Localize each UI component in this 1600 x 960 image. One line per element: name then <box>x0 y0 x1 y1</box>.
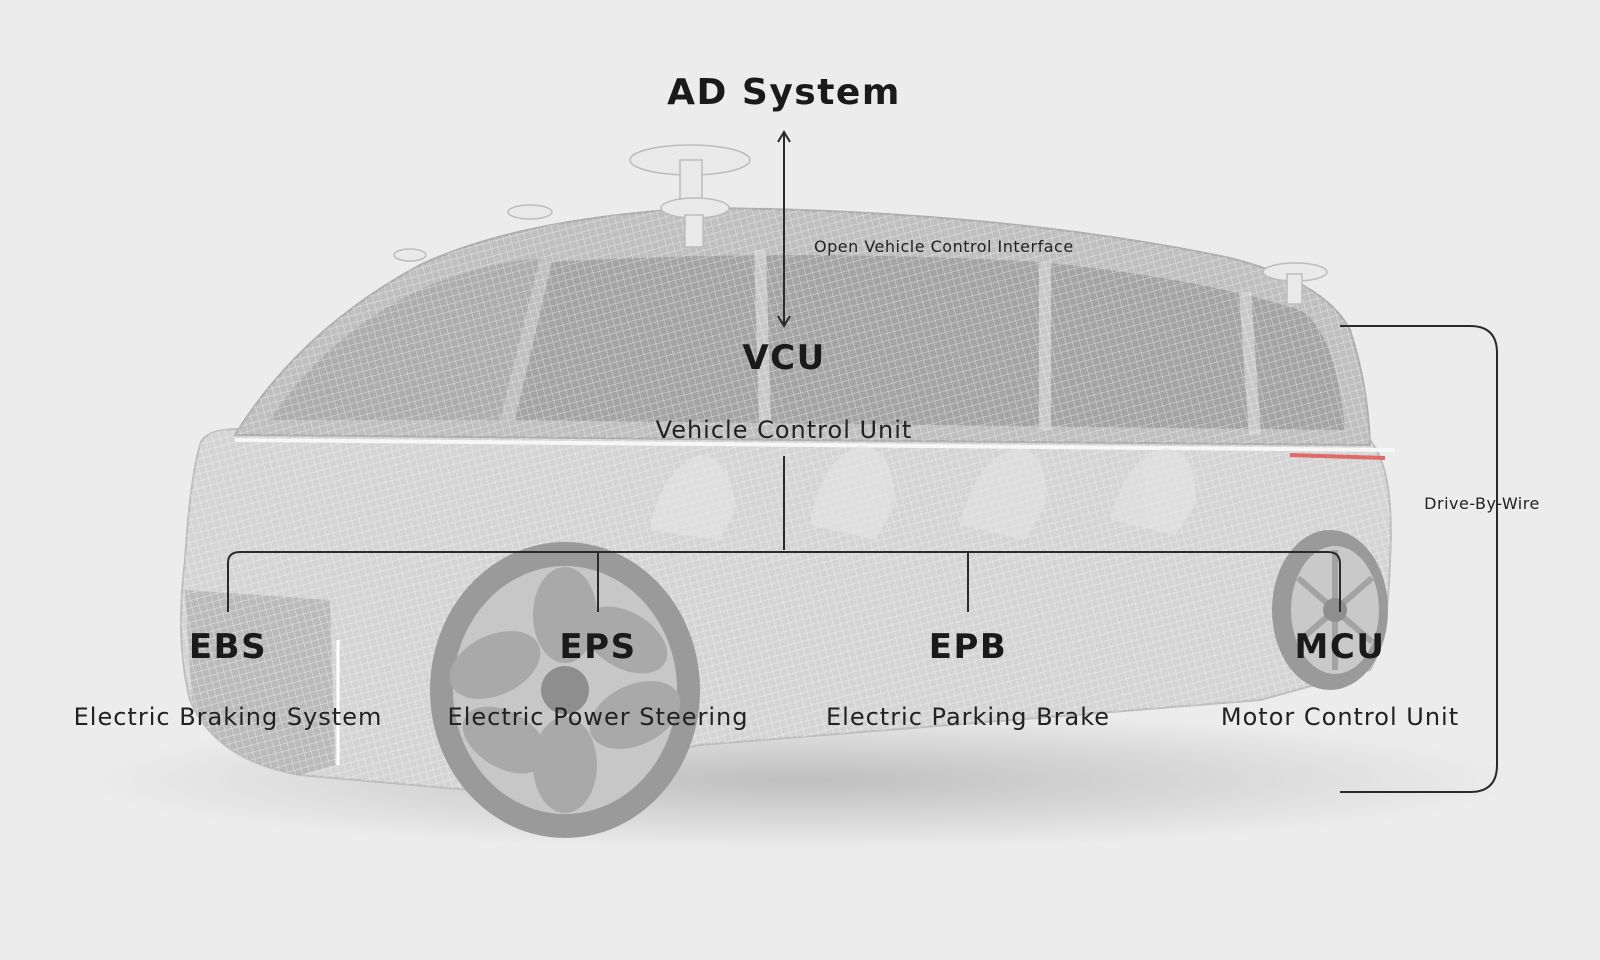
arrow-head-top <box>777 130 791 143</box>
eps-name: Electric Power Steering <box>447 703 749 731</box>
ad-system-title: AD System <box>667 72 901 113</box>
ebs-name: Electric Braking System <box>73 703 383 731</box>
interface-label: Open Vehicle Control Interface <box>814 237 1074 256</box>
front-wheel <box>430 542 700 838</box>
mcu-abbr: MCU <box>1294 627 1386 667</box>
connector-lines <box>227 130 1498 793</box>
epb-abbr: EPB <box>928 627 1008 667</box>
seats <box>650 445 1196 540</box>
drive-by-wire-bracket <box>1340 325 1498 793</box>
epb-name: Electric Parking Brake <box>825 703 1111 731</box>
bus-line <box>227 551 1341 612</box>
arrow-head-bottom <box>777 315 791 328</box>
tail-light <box>1289 453 1386 460</box>
ebs-abbr: EBS <box>188 627 268 667</box>
roof-sensors <box>393 144 1328 305</box>
mcu-name: Motor Control Unit <box>1220 703 1460 731</box>
vcu-abbr: VCU <box>742 338 826 378</box>
light-strip <box>234 438 1396 452</box>
vcu-name: Vehicle Control Unit <box>655 416 913 444</box>
drive-by-wire-label: Drive-By-Wire <box>1424 494 1540 513</box>
rear-wheel <box>1272 530 1388 690</box>
eps-abbr: EPS <box>559 627 637 667</box>
